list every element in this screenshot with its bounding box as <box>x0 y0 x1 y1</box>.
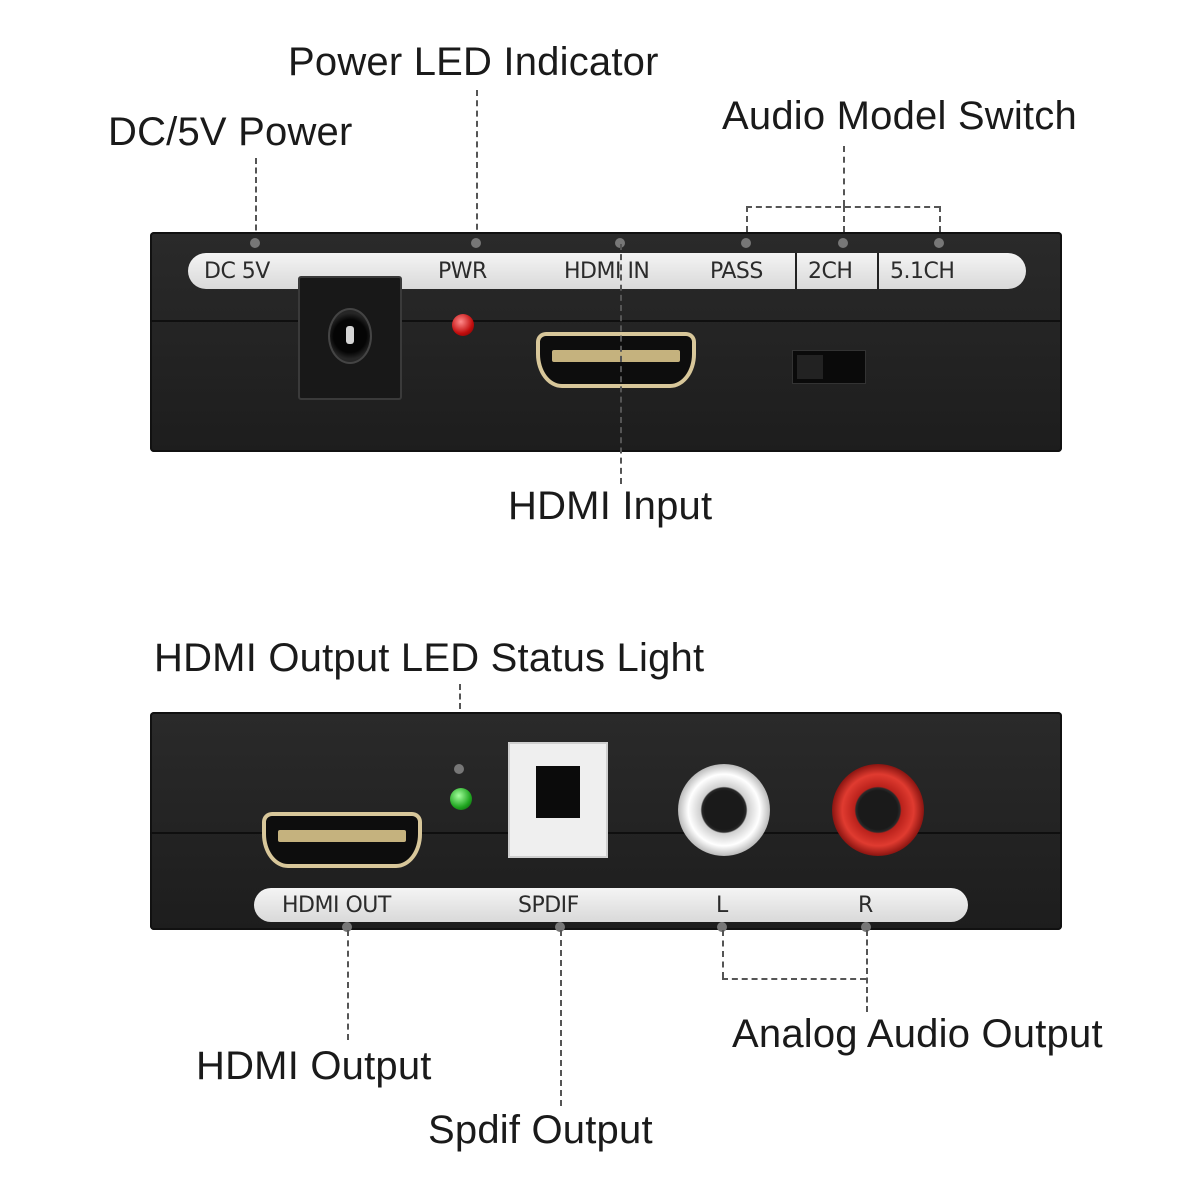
label-pass: PASS <box>710 259 763 284</box>
callout-spdif-output: Spdif Output <box>428 1108 653 1152</box>
label-5-1ch: 5.1CH <box>890 259 955 284</box>
power-led <box>452 314 474 336</box>
dc-power-jack <box>298 276 402 400</box>
callout-analog-output: Analog Audio Output <box>732 1012 1103 1056</box>
top-device-panel: DC 5V PWR HDMI IN PASS 2CH 5.1CH <box>150 232 1062 452</box>
leader-analog-bracket <box>722 978 866 980</box>
label-hdmi-in: HDMI IN <box>564 259 650 284</box>
hdmi-port-contacts <box>552 350 680 362</box>
label-2ch: 2CH <box>808 259 853 284</box>
callout-power-led: Power LED Indicator <box>288 40 659 84</box>
audio-mode-switch <box>792 350 866 384</box>
dc-jack-pin <box>346 326 354 344</box>
leader-audio-switch <box>843 146 845 206</box>
spdif-optical-socket <box>536 766 580 818</box>
hdmi-output-status-led <box>450 788 472 810</box>
callout-audio-switch: Audio Model Switch <box>722 94 1077 138</box>
callout-hdmi-input: HDMI Input <box>508 484 713 528</box>
bottom-label-strip: HDMI OUT SPDIF L R <box>254 888 968 922</box>
hdmi-port-contacts <box>278 830 406 842</box>
leader-spdif-output <box>560 930 562 1106</box>
label-spdif: SPDIF <box>518 893 579 918</box>
panel-seam <box>150 320 1062 322</box>
leader-51ch <box>939 206 941 242</box>
pointer-dot-spdif <box>555 922 565 932</box>
rca-right-jack <box>832 764 924 856</box>
callout-dc-power: DC/5V Power <box>108 110 353 154</box>
leader-pass <box>746 206 748 242</box>
hdmi-output-port <box>262 812 422 868</box>
bottom-device-panel: HDMI OUT SPDIF L R <box>150 712 1062 930</box>
pointer-dot-status-led <box>454 764 464 774</box>
rca-left-jack <box>678 764 770 856</box>
callout-hdmi-output: HDMI Output <box>196 1044 432 1088</box>
leader-hdmi-output <box>347 930 349 1040</box>
callout-hdmi-led: HDMI Output LED Status Light <box>154 636 705 680</box>
pointer-dot-dc <box>250 238 260 248</box>
leader-left <box>722 930 724 978</box>
leader-2ch <box>843 206 845 242</box>
leader-right <box>866 930 868 1012</box>
label-left: L <box>716 893 728 918</box>
pointer-dot-right <box>861 922 871 932</box>
hdmi-input-port <box>536 332 696 388</box>
strip-divider <box>877 253 879 289</box>
pointer-dot-pwr <box>471 238 481 248</box>
label-hdmi-out: HDMI OUT <box>282 893 391 918</box>
pointer-dot-hdmi-out <box>342 922 352 932</box>
leader-hdmi-input <box>620 244 622 484</box>
leader-power-led <box>476 90 478 240</box>
spdif-optical-port <box>508 742 608 858</box>
pointer-dot-hdmi-in <box>615 238 625 248</box>
leader-dc-power <box>255 158 257 240</box>
strip-divider <box>795 253 797 289</box>
pointer-dot-left <box>717 922 727 932</box>
label-dc-5v: DC 5V <box>204 259 270 284</box>
label-pwr: PWR <box>438 259 487 284</box>
audio-mode-switch-knob <box>797 355 823 379</box>
pointer-dot-pass <box>741 238 751 248</box>
label-right: R <box>858 893 873 918</box>
pointer-dot-51ch <box>934 238 944 248</box>
pointer-dot-2ch <box>838 238 848 248</box>
